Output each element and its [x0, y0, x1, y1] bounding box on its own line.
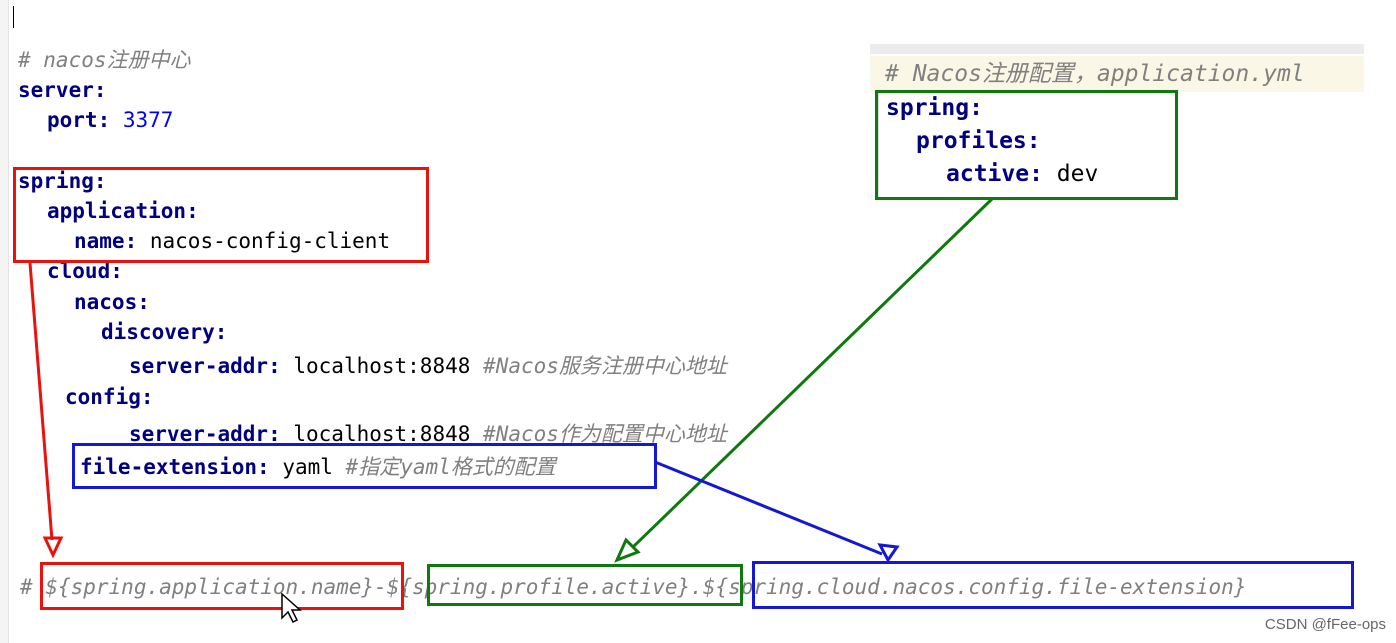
key-discovery: discovery: — [101, 320, 228, 344]
line-discovery-server-addr: server-addr: localhost:8848 #Nacos服务注册中心… — [129, 352, 727, 380]
formula-app-name: ${spring.application.name} — [45, 575, 375, 599]
line-port: port: 3377 — [47, 106, 173, 134]
mouse-cursor-icon — [281, 592, 302, 624]
application-yml-panel — [870, 44, 1364, 198]
line-discovery: discovery: — [101, 318, 227, 346]
line-config: config: — [65, 383, 154, 411]
value-server-addr: localhost:8848 — [293, 354, 471, 378]
value-config-server-addr: localhost:8848 — [293, 422, 471, 446]
highlight-formula-app-name — [40, 562, 404, 610]
panel-line-active: active: dev — [946, 160, 1098, 188]
red-arrow-head — [42, 536, 64, 559]
formula-hash: # — [20, 575, 33, 599]
line-file-extension: file-extension: yaml #指定yaml格式的配置 — [80, 453, 556, 481]
panel-gutter — [870, 92, 879, 198]
panel-key-spring: spring: — [886, 95, 983, 121]
comment-config: #Nacos作为配置中心地址 — [483, 422, 727, 446]
formula-profile-active: {spring.profile.active} — [399, 575, 691, 599]
line-config-server-addr: server-addr: localhost:8848 #Nacos作为配置中心… — [129, 420, 727, 448]
panel-key-profiles: profiles: — [916, 128, 1041, 154]
key-name: name: — [74, 229, 138, 253]
formula-sep-dot: . — [690, 575, 703, 599]
green-arrow-line — [630, 196, 995, 550]
highlight-formula-extension — [752, 561, 1354, 609]
editor-gutter — [0, 0, 9, 643]
comment-discovery: #Nacos服务注册中心地址 — [483, 354, 727, 378]
panel-line-spring: spring: — [886, 94, 983, 122]
key-port: port: — [47, 108, 111, 132]
line-server: server: — [18, 76, 107, 104]
panel-header-bar — [870, 44, 1364, 54]
key-file-extension: file-extension: — [80, 455, 270, 479]
key-server-addr: server-addr: — [129, 354, 281, 378]
line-nacos: nacos: — [74, 288, 150, 316]
comment-file-extension: #指定yaml格式的配置 — [345, 455, 556, 479]
formula-sep-dash: - — [374, 575, 387, 599]
key-cloud: cloud: — [47, 259, 123, 283]
blue-arrow-head — [877, 543, 900, 563]
value-file-extension: yaml — [282, 455, 333, 479]
green-arrow-head — [614, 537, 641, 563]
value-name: nacos-config-client — [149, 229, 391, 253]
watermark: CSDN @fFee-ops — [1264, 616, 1386, 633]
highlight-application-name — [13, 167, 429, 263]
line-spring: spring: — [18, 167, 107, 195]
panel-comment: # Nacos注册配置，application.yml — [885, 61, 1305, 87]
line-application: application: — [47, 197, 199, 225]
formula-line: # ${spring.application.name}-${spring.pr… — [20, 573, 1246, 601]
key-config-server-addr: server-addr: — [129, 422, 281, 446]
key-application: application: — [47, 199, 199, 223]
value-port: 3377 — [122, 108, 174, 132]
line-cloud: cloud: — [47, 257, 123, 285]
panel-comment-bg — [870, 56, 1364, 92]
highlight-formula-profile — [427, 564, 743, 606]
formula-dollar: $ — [386, 575, 400, 599]
key-config: config: — [65, 385, 154, 409]
line-name: name: nacos-config-client — [74, 227, 390, 255]
red-arrow-line — [28, 262, 54, 541]
text-caret — [13, 6, 14, 28]
key-nacos: nacos: — [74, 290, 150, 314]
key-server: server: — [18, 78, 107, 102]
blue-arrow-line — [654, 460, 883, 556]
highlight-profiles-active — [875, 90, 1178, 200]
highlight-file-extension — [72, 443, 657, 489]
panel-line-profiles: profiles: — [916, 127, 1041, 155]
panel-key-active: active: — [946, 161, 1043, 187]
formula-file-extension: ${spring.cloud.nacos.config.file-extensi… — [702, 575, 1247, 599]
comment-nacos-registry: # nacos注册中心 — [18, 48, 191, 72]
panel-value-active: dev — [1056, 161, 1099, 187]
key-spring: spring: — [18, 169, 107, 193]
